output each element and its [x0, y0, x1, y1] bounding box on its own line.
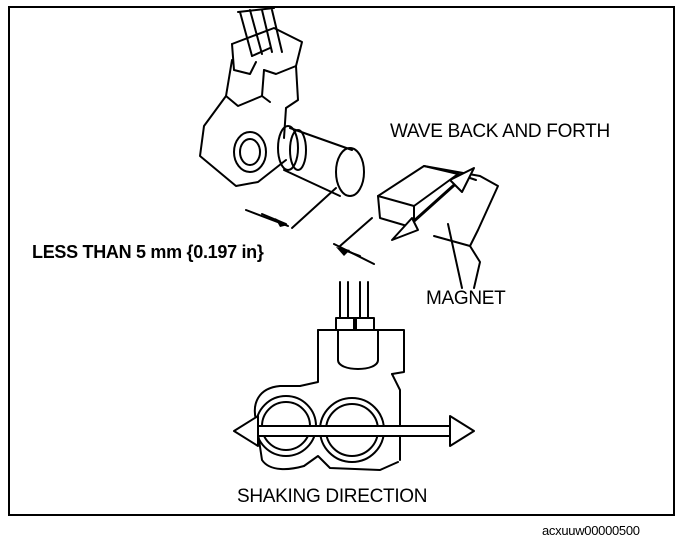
distance-label: LESS THAN 5 mm {0.197 in} — [32, 242, 264, 262]
wave-back-and-forth-label: WAVE BACK AND FORTH — [390, 121, 610, 142]
wave-arrow — [391, 167, 475, 241]
figure-code: acxuuw00000500 — [542, 523, 640, 538]
magnet — [377, 165, 499, 289]
sensor-top — [199, 7, 365, 197]
shaking-direction-label: SHAKING DIRECTION — [237, 486, 428, 507]
magnet-label: MAGNET — [426, 288, 506, 309]
sensor-bottom — [253, 281, 405, 471]
dimension-lines — [245, 187, 375, 265]
shaking-arrow — [233, 415, 475, 447]
